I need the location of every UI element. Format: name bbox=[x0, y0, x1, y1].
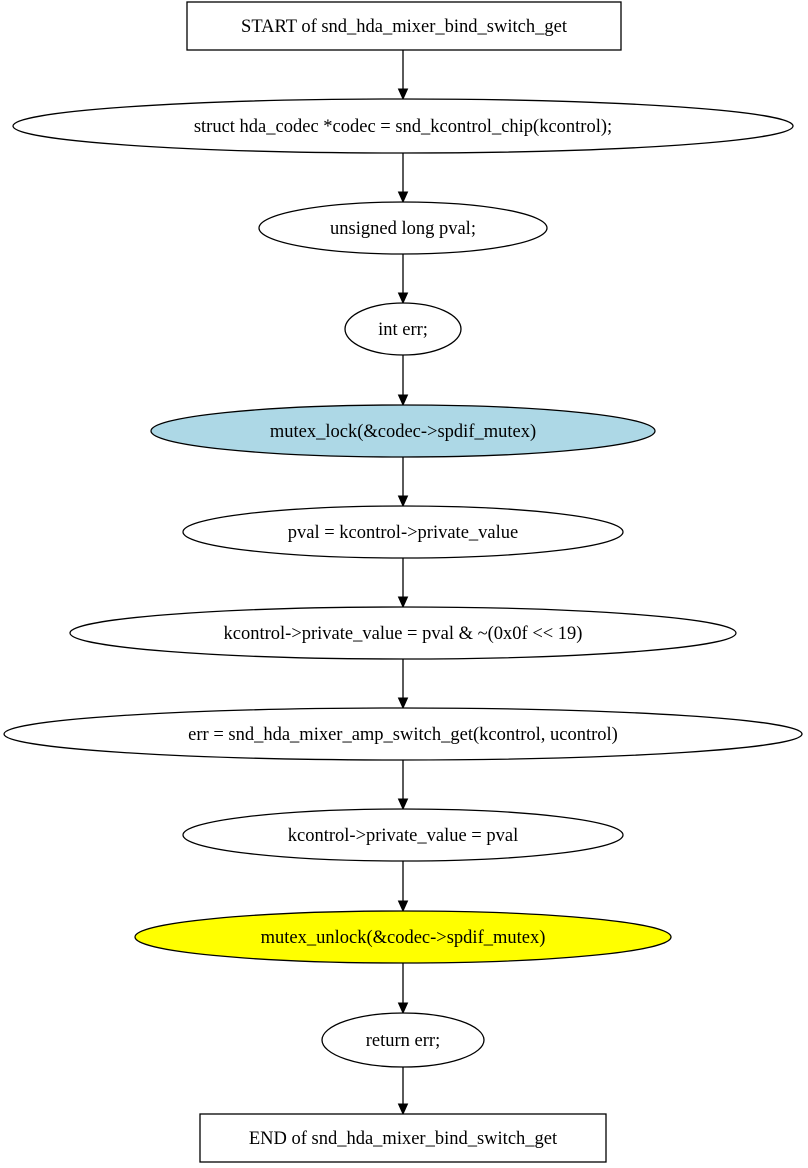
node-box bbox=[199, 1113, 607, 1163]
node-ellipse bbox=[12, 98, 794, 154]
node-ellipse bbox=[182, 505, 624, 559]
node-label: mutex_unlock(&codec->spdif_mutex) bbox=[261, 928, 546, 948]
arrowhead-icon bbox=[397, 88, 409, 101]
node-label: mutex_lock(&codec->spdif_mutex) bbox=[270, 422, 536, 442]
node-label: kcontrol->private_value = pval & ~(0x0f … bbox=[224, 624, 583, 644]
arrowhead-icon bbox=[397, 1002, 409, 1015]
arrowhead-icon bbox=[397, 292, 409, 305]
edges-layer bbox=[397, 50, 409, 1116]
node-n8: kcontrol->private_value = pval bbox=[182, 808, 624, 862]
node-n10: return err; bbox=[321, 1012, 485, 1068]
node-ellipse bbox=[258, 201, 548, 255]
node-n1: struct hda_codec *codec = snd_kcontrol_c… bbox=[12, 98, 794, 154]
node-ellipse bbox=[344, 302, 462, 356]
arrowhead-icon bbox=[397, 495, 409, 508]
node-n9: mutex_unlock(&codec->spdif_mutex) bbox=[134, 910, 672, 964]
node-n7: err = snd_hda_mixer_amp_switch_get(kcont… bbox=[3, 707, 803, 761]
node-n5: pval = kcontrol->private_value bbox=[182, 505, 624, 559]
node-label: unsigned long pval; bbox=[330, 219, 476, 239]
node-label: START of snd_hda_mixer_bind_switch_get bbox=[241, 17, 568, 37]
node-ellipse bbox=[134, 910, 672, 964]
edge-n3-to-n4 bbox=[397, 355, 409, 407]
node-n2: unsigned long pval; bbox=[258, 201, 548, 255]
node-start: START of snd_hda_mixer_bind_switch_get bbox=[186, 1, 622, 51]
nodes-layer: START of snd_hda_mixer_bind_switch_getst… bbox=[3, 1, 803, 1163]
node-n3: int err; bbox=[344, 302, 462, 356]
arrowhead-icon bbox=[397, 1103, 409, 1116]
node-label: err = snd_hda_mixer_amp_switch_get(kcont… bbox=[188, 725, 618, 745]
node-label: int err; bbox=[378, 320, 428, 340]
node-ellipse bbox=[3, 707, 803, 761]
edge-n10-to-end bbox=[397, 1067, 409, 1116]
edge-n1-to-n2 bbox=[397, 153, 409, 204]
node-box bbox=[186, 1, 622, 51]
node-label: pval = kcontrol->private_value bbox=[288, 523, 518, 543]
arrowhead-icon bbox=[397, 596, 409, 609]
node-label: return err; bbox=[366, 1031, 440, 1051]
edge-n2-to-n3 bbox=[397, 254, 409, 305]
edge-n9-to-n10 bbox=[397, 963, 409, 1015]
arrowhead-icon bbox=[397, 394, 409, 407]
node-label: struct hda_codec *codec = snd_kcontrol_c… bbox=[194, 117, 612, 137]
edge-n7-to-n8 bbox=[397, 760, 409, 811]
edge-start-to-n1 bbox=[397, 50, 409, 101]
node-ellipse bbox=[321, 1012, 485, 1068]
node-end: END of snd_hda_mixer_bind_switch_get bbox=[199, 1113, 607, 1163]
node-n4: mutex_lock(&codec->spdif_mutex) bbox=[150, 404, 656, 458]
node-label: kcontrol->private_value = pval bbox=[288, 826, 518, 846]
arrowhead-icon bbox=[397, 191, 409, 204]
edge-n8-to-n9 bbox=[397, 861, 409, 913]
edge-n4-to-n5 bbox=[397, 457, 409, 508]
arrowhead-icon bbox=[397, 798, 409, 811]
node-ellipse bbox=[150, 404, 656, 458]
node-ellipse bbox=[182, 808, 624, 862]
node-ellipse bbox=[69, 606, 737, 660]
arrowhead-icon bbox=[397, 900, 409, 913]
node-n6: kcontrol->private_value = pval & ~(0x0f … bbox=[69, 606, 737, 660]
edge-n5-to-n6 bbox=[397, 558, 409, 609]
arrowhead-icon bbox=[397, 697, 409, 710]
node-label: END of snd_hda_mixer_bind_switch_get bbox=[249, 1129, 558, 1149]
edge-n6-to-n7 bbox=[397, 659, 409, 710]
